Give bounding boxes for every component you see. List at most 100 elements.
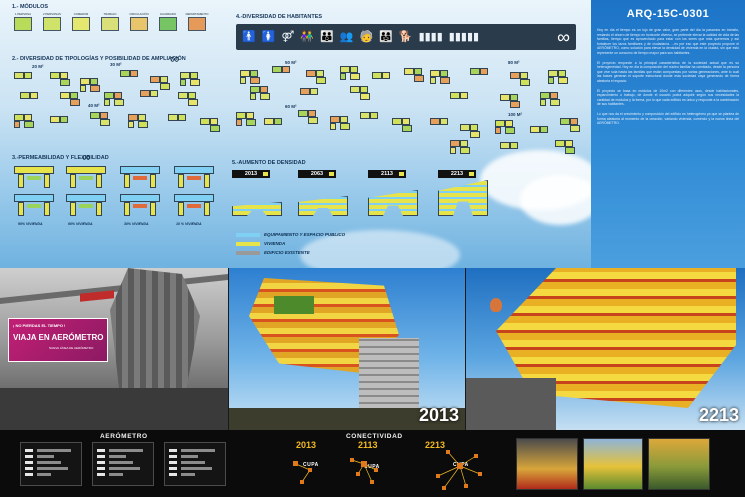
floor-plan-fragment [14,72,40,86]
density-title: 5.-AUMENTO DE DENSIDAD [232,160,306,166]
floor-plan-fragment [168,114,194,128]
render-aerometro: ¡ NO PIERDAS EL TIEMPO ! VIAJA EN AERÓME… [0,268,228,430]
floor-plan-fragment [80,78,106,92]
floor-plan-fragment [180,72,206,86]
floor-plan-fragment [560,118,586,132]
area-label: 40 M² [88,103,100,108]
render-thumbnail[interactable] [516,438,578,490]
description-paragraph: El proyecto responde a la principal cara… [597,60,739,83]
area-label: 50 M² [285,60,297,65]
floor-plan-fragment [250,86,276,100]
floor-plan-fragment [104,92,130,106]
floor-plan-fragment [240,70,266,84]
connectivity-year: 2113 [358,440,378,450]
population-title: 4.-DIVERSIDAD DE HABITANTES [236,14,323,20]
density-diagram [298,196,348,216]
node-label: CUPA [303,462,319,468]
cloud [520,175,600,225]
floor-plan-fragment [150,76,176,90]
density-diagram [368,190,418,216]
render-year: 2213 [698,405,739,425]
module-type: DEPARTAMENTO [184,12,210,36]
floor-plan-fragment [360,112,386,126]
floor-plan-fragment [510,72,536,86]
family-icon: 👪 [320,30,334,43]
elderly-icon: 🧓 [359,30,374,43]
floor-plan-fragment [430,70,456,84]
population-bar: 🚹 🚺 ⚤ 👫 👪 👥 🧓 👨‍👩‍👧 🐕 ▮▮▮▮ ▮▮▮▮▮ ∞ [236,24,576,50]
module-type: TRABAJO [97,12,123,36]
floor-plan-fragment [200,118,226,132]
area-label: 20 M² [32,64,44,69]
floor-plan-fragment [350,86,376,100]
legend-vivienda: VIVIENDA [236,241,285,246]
density-year-tab: 2063 [298,170,336,178]
density-diagram [232,202,282,216]
floor-plan-fragment [140,90,166,104]
group-icon: 👥 [339,30,354,43]
flexibility-label: 30% VIVIENDA [124,222,149,226]
floor-plan-fragment [470,68,496,82]
floor-plan-fragment [264,118,290,132]
floor-plan-fragment [430,118,456,132]
density-year-tab: 2213 [438,170,476,178]
render-thumbnail[interactable] [583,438,643,490]
flexibility-label: 60% VIVIENDA [68,222,93,226]
legend-existente: EDIFICIO EXISTENTE [236,250,310,255]
floor-plan-fragment [372,72,398,86]
area-label: 30 M² [110,62,122,67]
module-type: COMEDOR [68,12,94,36]
floor-plan-fragment [50,72,76,86]
floor-plan-fragment [90,112,116,126]
couple-icon: 👫 [300,30,315,43]
flexibility-diagram [66,194,106,216]
render-2013: 2013 [229,268,465,430]
flexibility-label: 10 % VIVIENDA [176,222,202,226]
connectivity-network [293,450,482,490]
floor-plan-fragment [530,126,556,140]
floor-plan-fragment [128,114,154,128]
floor-plan-fragment [450,140,476,154]
floor-plan-fragment [50,116,76,130]
flexibility-diagram [174,194,214,216]
flexibility-label: 90% VIVIENDA [18,222,43,226]
flexibility-diagram [174,166,214,188]
floor-plan-fragment [120,70,146,84]
module-type: 1 PERSONA [10,12,36,36]
render-year: 2013 [418,405,459,425]
description-paragraph: Lo que nos da el crecimiento y composici… [597,111,739,126]
flexibility-diagram [14,166,54,188]
floor-plan-fragment [300,88,326,102]
density-year-tab: 2013 [232,170,270,178]
balloon-icon [490,298,502,312]
aerometro-billboard: ¡ NO PIERDAS EL TIEMPO ! VIAJA EN AERÓME… [8,318,108,362]
connectivity-year: 2013 [296,440,317,450]
floor-plan-fragment [306,70,332,84]
module-type: GUARDADO [155,12,181,36]
aerometro-stat-box [92,442,154,486]
aerometro-title: AERÓMETRO [100,433,148,440]
floor-plan-fragment [236,112,262,126]
connectivity-year: 2213 [425,440,446,450]
floor-plan-fragment [392,118,418,132]
area-label: 60 M² [285,104,297,109]
density-diagram [438,180,488,216]
floor-plan-fragment [60,92,86,106]
person-dog-icon: 🐕 [398,30,413,43]
flexibility-diagram [120,166,160,188]
floor-plan-fragment [555,140,581,154]
module-type: 2 PERSONAS [39,12,65,36]
flexibility-diagram [66,166,106,188]
modules-title: 1.- MÓDULOS [12,4,49,10]
flexibility-diagram [14,194,54,216]
couple-icon: ⚤ [281,30,295,43]
modular-tower [110,268,200,388]
infinity-icon: ∞ [557,27,570,47]
node-label: CUPA [364,464,380,470]
infinity-icon: ∞ [82,150,91,164]
floor-plan-fragment [298,110,324,124]
render-thumbnail[interactable] [648,438,710,490]
floor-plan-fragment [495,120,521,134]
area-label: 80 M² [508,60,520,65]
woman-icon: 🚺 [261,30,276,43]
